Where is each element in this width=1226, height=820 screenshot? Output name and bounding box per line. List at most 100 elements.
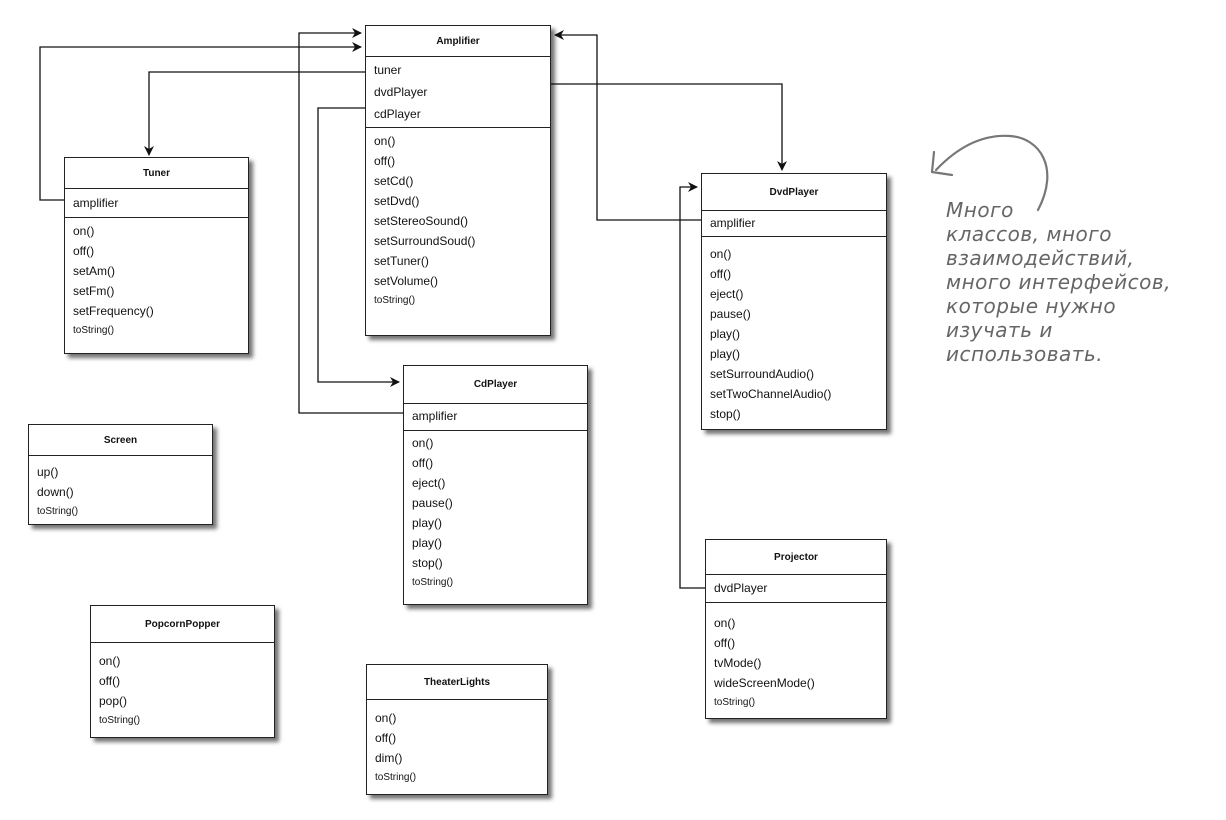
method: off(): [374, 154, 396, 168]
method: off(): [412, 456, 434, 470]
amplifier-to-dvdplayer-arrow: [551, 83, 787, 171]
method: setFm(): [73, 284, 115, 298]
method: play(): [412, 516, 443, 530]
attribute: dvdPlayer: [714, 581, 768, 595]
method: toString(): [73, 325, 115, 336]
tuner-class-name: Tuner: [65, 158, 248, 189]
projector-class-name: Projector: [706, 540, 886, 575]
method: play(): [710, 347, 741, 361]
theaterlights-class-box: TheaterLights on() off() dim() toString(…: [366, 664, 548, 795]
screen-methods: up() down() toString(): [29, 456, 212, 526]
method: play(): [412, 536, 443, 550]
attribute: dvdPlayer: [374, 85, 428, 99]
attribute: tuner: [374, 63, 402, 77]
attribute: amplifier: [73, 196, 119, 210]
amplifier-methods: on() off() setCd() setDvd() setStereoSou…: [366, 128, 550, 315]
attribute: amplifier: [710, 216, 756, 230]
method: off(): [73, 244, 95, 258]
method: off(): [375, 731, 397, 745]
method: toString(): [374, 295, 416, 306]
method: on(): [412, 436, 434, 450]
note-line: классов, много: [946, 222, 1112, 246]
note-line: много интерфейсов,: [946, 270, 1172, 294]
amplifier-to-tuner-arrow: [144, 71, 365, 156]
method: on(): [99, 654, 121, 668]
dvdplayer-class-box: DvdPlayer amplifier on() off() eject() p…: [701, 173, 887, 430]
method: toString(): [412, 577, 454, 588]
method: pop(): [99, 694, 128, 708]
method: eject(): [412, 476, 446, 490]
curved-arrow-icon: [930, 134, 1049, 212]
amplifier-to-cdplayer-arrow: [317, 107, 400, 387]
projector-methods: on() off() tvMode() wideScreenMode() toS…: [706, 603, 886, 717]
method: dim(): [375, 751, 403, 765]
amplifier-class-box: Amplifier tuner dvdPlayer cdPlayer on() …: [365, 25, 551, 336]
dvdplayer-class-name: DvdPlayer: [702, 174, 886, 211]
method: stop(): [412, 556, 443, 570]
note-line: Много: [946, 198, 1014, 222]
screen-class-name: Screen: [29, 425, 212, 456]
method: stop(): [710, 407, 741, 421]
dvdplayer-attributes: amplifier: [702, 211, 886, 237]
note-line: которые нужно: [946, 294, 1117, 318]
method: off(): [99, 674, 121, 688]
tuner-attributes: amplifier: [65, 189, 248, 218]
cdplayer-attributes: amplifier: [404, 404, 587, 431]
method: setSurroundSoud(): [374, 234, 476, 248]
method: setStereoSound(): [374, 214, 469, 228]
tuner-to-amplifier-arrow: [39, 42, 362, 201]
method: on(): [374, 134, 396, 148]
method: setCd(): [374, 174, 414, 188]
note-line: взаимодействий,: [946, 246, 1135, 270]
cdplayer-class-name: CdPlayer: [404, 366, 587, 404]
method: pause(): [710, 307, 751, 321]
method: wideScreenMode(): [714, 676, 815, 690]
tuner-class-box: Tuner amplifier on() off() setAm() setFm…: [64, 157, 249, 354]
method: down(): [37, 485, 74, 499]
method: tvMode(): [714, 656, 762, 670]
dvdplayer-to-amplifier-arrow: [554, 30, 701, 221]
method: on(): [73, 224, 95, 238]
screen-class-box: Screen up() down() toString(): [28, 424, 213, 525]
amplifier-class-name: Amplifier: [366, 26, 550, 57]
projector-class-box: Projector dvdPlayer on() off() tvMode() …: [705, 539, 887, 719]
method: on(): [375, 711, 397, 725]
popcornpopper-class-box: PopcornPopper on() off() pop() toString(…: [90, 605, 275, 738]
attribute: amplifier: [412, 409, 458, 423]
method: pause(): [412, 496, 453, 510]
cdplayer-class-box: CdPlayer amplifier on() off() eject() pa…: [403, 365, 588, 605]
method: setVolume(): [374, 274, 439, 288]
projector-to-dvdplayer-arrow: [679, 182, 705, 589]
popcornpopper-methods: on() off() pop() toString(): [91, 643, 274, 735]
popcornpopper-class-name: PopcornPopper: [91, 606, 274, 643]
method: toString(): [714, 697, 756, 708]
method: setTwoChannelAudio(): [710, 387, 832, 401]
method: toString(): [375, 772, 417, 783]
amplifier-attributes: tuner dvdPlayer cdPlayer: [366, 57, 550, 128]
cdplayer-to-amplifier-arrow: [298, 28, 403, 414]
attribute: cdPlayer: [374, 107, 421, 121]
method: eject(): [710, 287, 744, 301]
method: toString(): [37, 506, 79, 517]
method: on(): [714, 616, 736, 630]
method: up(): [37, 465, 59, 479]
method: toString(): [99, 715, 141, 726]
method: play(): [710, 327, 741, 341]
cdplayer-methods: on() off() eject() pause() play() play()…: [404, 431, 587, 597]
note-line: использовать.: [946, 342, 1104, 366]
method: off(): [710, 267, 732, 281]
method: setTuner(): [374, 254, 429, 268]
method: on(): [710, 247, 732, 261]
handwritten-note: Много классов, много взаимодействий, мно…: [946, 198, 1221, 366]
note-line: изучать и: [946, 318, 1053, 342]
method: off(): [714, 636, 736, 650]
method: setDvd(): [374, 194, 420, 208]
theaterlights-class-name: TheaterLights: [367, 665, 547, 700]
projector-attributes: dvdPlayer: [706, 575, 886, 603]
theaterlights-methods: on() off() dim() toString(): [367, 700, 547, 792]
method: setAm(): [73, 264, 115, 278]
tuner-methods: on() off() setAm() setFm() setFrequency(…: [65, 218, 248, 345]
method: setSurroundAudio(): [710, 367, 815, 381]
dvdplayer-methods: on() off() eject() pause() play() play()…: [702, 237, 886, 428]
